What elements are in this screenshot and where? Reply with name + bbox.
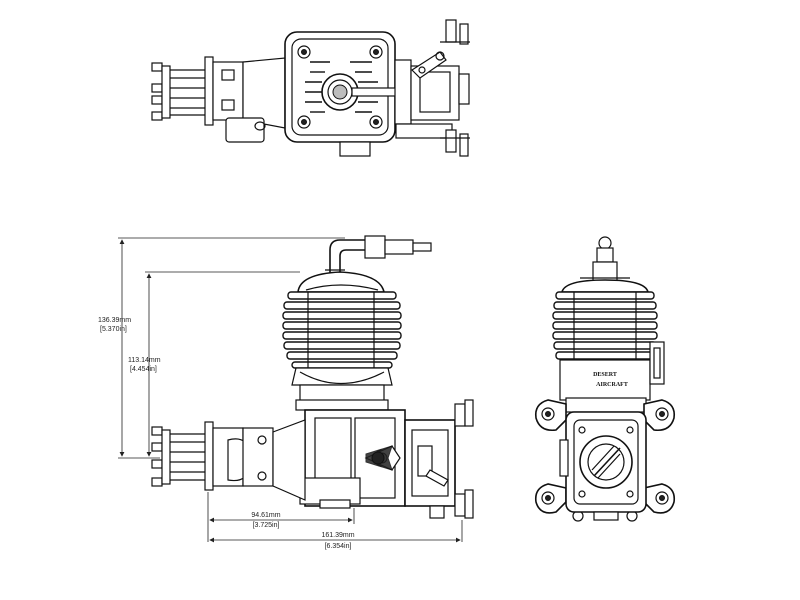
front-view-cylinder — [552, 279, 665, 413]
top-view-cylinder-head — [284, 31, 403, 157]
mount-to-prop-in: [3.725in] — [253, 522, 280, 529]
top-view-standoffs — [151, 56, 244, 126]
overall-height-mm: 136.39mm — [98, 317, 131, 324]
brand-name-line2: AIRCRAFT — [596, 382, 628, 388]
brand-name-line1: DESERT — [593, 372, 617, 378]
top-view-carburetor — [394, 19, 470, 157]
cylinder-height-mm: 113.14mm — [128, 357, 161, 364]
cylinder-height-in: [4.454in] — [130, 366, 157, 373]
overall-length-in: [6.354in] — [325, 543, 352, 550]
overall-length-mm: 161.39mm — [321, 532, 354, 539]
front-view-mount-ears — [534, 399, 676, 522]
side-view-crankcase — [299, 409, 406, 509]
side-view-carburetor — [404, 399, 474, 519]
dimension-labels: 136.39mm [5.370in] 113.14mm [4.454in] 94… — [98, 317, 355, 550]
side-view-mount-standoffs — [151, 419, 306, 501]
side-view-cylinder — [282, 271, 402, 411]
top-view — [151, 19, 470, 157]
side-view-length-dimensions — [207, 492, 463, 543]
side-view-height-dimensions — [118, 237, 345, 459]
brand-logo — [365, 445, 393, 471]
front-view-brand: DESERT AIRCRAFT — [593, 372, 628, 388]
side-view — [118, 235, 474, 543]
front-view-crankcase — [559, 411, 647, 521]
top-view-crankcase — [225, 57, 286, 143]
side-view-spark-plug — [325, 235, 432, 282]
overall-height-in: [5.370in] — [100, 326, 127, 333]
front-view: DESERT AIRCRAFT — [534, 236, 676, 522]
mount-to-prop-mm: 94.61mm — [251, 512, 280, 519]
